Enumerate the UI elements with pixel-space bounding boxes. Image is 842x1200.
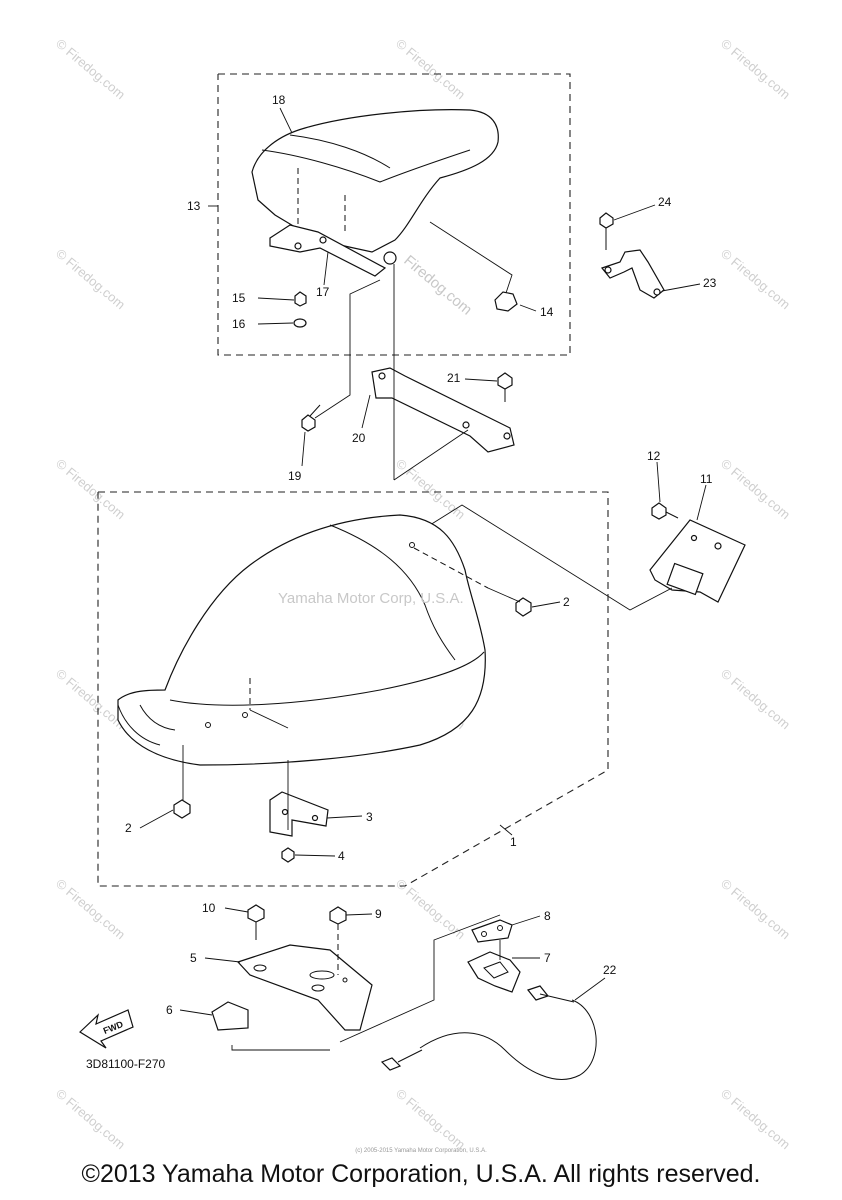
callout-11: 22 — [603, 963, 617, 977]
watermark-tile: © Firedog.com — [718, 456, 793, 522]
seat-nose — [117, 704, 176, 746]
watermark-rotated: Firedog.com — [400, 252, 475, 319]
plate-8 — [471, 919, 513, 943]
bolt-20 — [301, 414, 316, 432]
passenger-seat-seam — [261, 149, 471, 183]
callout-5: 5 — [190, 951, 197, 965]
callout-4: 4 — [338, 849, 345, 863]
callout-13: 12 — [647, 449, 661, 463]
callout-8: 8 — [544, 909, 551, 923]
cable-11 — [419, 999, 597, 1080]
callout-16: 15 — [232, 291, 246, 305]
watermark-tile: © Firedog.com — [718, 666, 793, 732]
bracket-12-group: 12 11 — [429, 449, 746, 611]
watermark-tile: © Firedog.com — [393, 1086, 468, 1152]
watermark-tile: © Firedog.com — [53, 1086, 128, 1152]
watermark-tile: © Firedog.com — [393, 456, 468, 522]
callout-15: 14 — [540, 305, 554, 319]
callout-21: 20 — [352, 431, 366, 445]
nut-9 — [329, 906, 347, 925]
callout-14: 13 — [187, 199, 201, 213]
callout-2-right: 2 — [563, 595, 570, 609]
callout-22: 21 — [447, 371, 461, 385]
nut-2-right — [515, 597, 532, 617]
watermark-tile: © Firedog.com — [53, 666, 128, 732]
fwd-arrow: FWD — [79, 1009, 134, 1049]
plate-5 — [236, 944, 373, 1031]
grommet — [383, 251, 397, 265]
bracket-18 — [269, 224, 387, 277]
bracket-3 — [269, 791, 329, 837]
watermark-tile: © Firedog.com — [718, 246, 793, 312]
diagram-code: 3D81100-F270 — [86, 1057, 165, 1071]
callout-18: 17 — [316, 285, 330, 299]
bolt-24 — [599, 212, 614, 229]
main-seat-group: 2 2 3 4 1 — [97, 491, 609, 887]
copyright: ©2013 Yamaha Motor Corporation, U.S.A. A… — [81, 1160, 761, 1188]
nut-2-left — [173, 799, 191, 819]
watermark-tile: © Firedog.com — [53, 36, 128, 102]
bolt-10 — [247, 904, 265, 923]
seat-seam — [329, 524, 456, 661]
lock-7 — [467, 951, 521, 993]
passenger-seat — [251, 109, 499, 253]
group-box-14 — [217, 73, 571, 356]
callout-3: 3 — [366, 810, 373, 824]
tiny-notice: (c) 2005-2015 Yamaha Motor Corporation, … — [355, 1148, 487, 1154]
callout-19: 18 — [272, 93, 286, 107]
callout-7: 7 — [544, 951, 551, 965]
bracket-21-group: 21 20 19 — [288, 264, 515, 483]
nut-4 — [281, 847, 295, 863]
watermark-tile: © Firedog.com — [53, 456, 128, 522]
callout-24: 24 — [658, 195, 672, 209]
callout-17: 16 — [232, 317, 246, 331]
callout-9: 9 — [375, 907, 382, 921]
watermark-tile: © Firedog.com — [53, 246, 128, 312]
watermark-tile: © Firedog.com — [393, 36, 468, 102]
passenger-seat-seam — [289, 134, 391, 169]
watermark-tile: © Firedog.com — [718, 36, 793, 102]
fwd-arrow-icon — [79, 1009, 134, 1049]
callout-2-left: 2 — [125, 821, 132, 835]
bolt-13 — [651, 502, 667, 520]
watermark-center: Yamaha Motor Corp, U.S.A. — [278, 590, 464, 607]
watermark-tile: © Firedog.com — [718, 876, 793, 942]
callout-1: 1 — [510, 835, 517, 849]
callout-12: 11 — [700, 472, 713, 486]
callout-23: 23 — [703, 276, 717, 290]
main-seat — [117, 514, 486, 766]
bracket-21 — [371, 367, 515, 453]
bolt-16 — [294, 291, 307, 307]
callout-10: 10 — [202, 901, 216, 915]
callout-6: 6 — [166, 1003, 173, 1017]
washer-17 — [293, 318, 307, 328]
nut-15 — [494, 291, 518, 312]
seat-seam — [169, 651, 485, 706]
cover-6 — [211, 1001, 249, 1031]
grab-bar-group: 24 23 — [599, 195, 717, 299]
group-box-1 — [97, 491, 609, 887]
watermark-tile: © Firedog.com — [718, 1086, 793, 1152]
bolt-22 — [497, 372, 513, 390]
lock-group: 10 9 8 7 5 6 22 — [166, 901, 617, 1080]
callout-20: 19 — [288, 469, 302, 483]
passenger-seat-group: 18 13 17 15 16 14 — [187, 73, 571, 356]
